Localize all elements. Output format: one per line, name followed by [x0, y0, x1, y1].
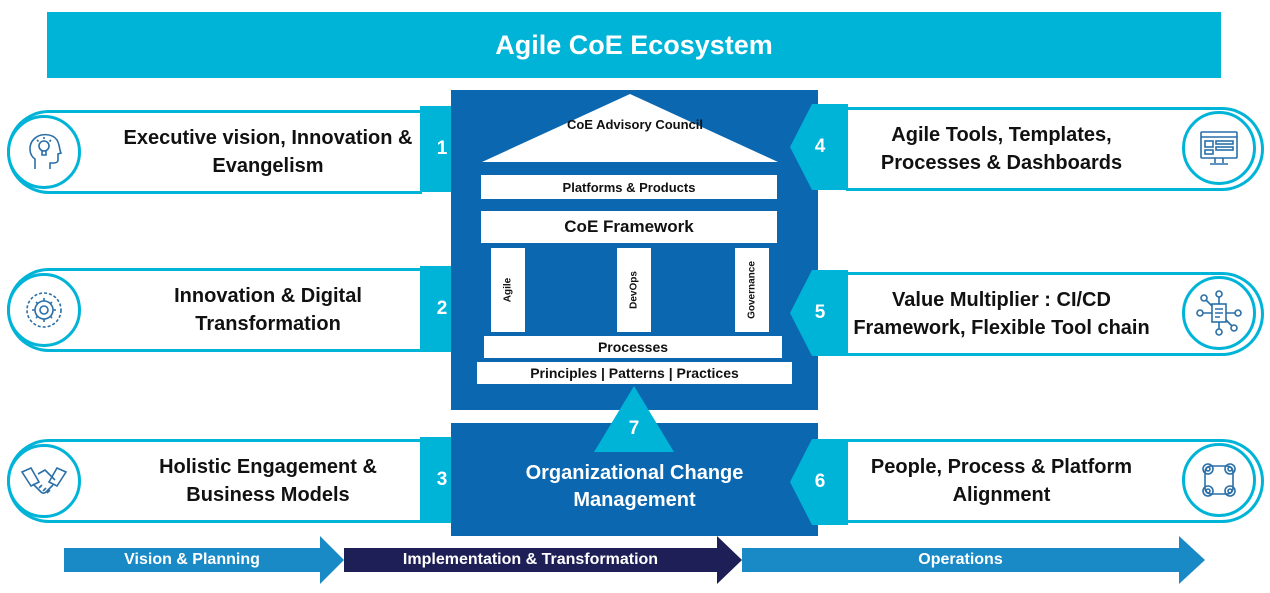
framework-bar: CoE Framework	[481, 211, 777, 243]
processes-bar: Processes	[484, 336, 782, 358]
right-item-6-label: People, Process & Platform Alignment	[870, 456, 1133, 506]
phase-label-operations: Operations	[918, 551, 1003, 568]
phase-label-vision: Vision & Planning	[124, 551, 260, 568]
right-item-5: Value Multiplier : CI/CD Framework, Flex…	[846, 272, 1264, 356]
chevron-4	[790, 104, 848, 190]
ocm-label: Organizational Change Management	[525, 461, 744, 511]
phase-arrow-2	[344, 536, 742, 584]
number-4: 4	[814, 136, 826, 157]
left-item-2-label: Innovation & Digital Transformation	[174, 285, 362, 335]
number-1: 1	[436, 138, 448, 159]
roof-label: CoE Advisory Council	[566, 117, 704, 132]
left-item-1-label: Executive vision, Innovation & Evangelis…	[123, 127, 413, 177]
phase-label-implementation: Implementation & Transformation	[402, 551, 659, 568]
gear-circle-icon	[7, 273, 81, 347]
diagram-title: Agile CoE Ecosystem	[47, 12, 1221, 78]
chevron-6	[790, 439, 848, 525]
triangle-7	[594, 386, 674, 452]
platforms-bar: Platforms & Products	[481, 175, 777, 199]
phase-arrows	[64, 536, 1205, 584]
phase-arrow-1	[64, 536, 344, 584]
principles-bar: Principles | Patterns | Practices	[477, 362, 792, 384]
number-6: 6	[814, 471, 826, 492]
chevron-5	[790, 270, 848, 356]
right-item-5-label: Value Multiplier : CI/CD Framework, Flex…	[853, 289, 1150, 339]
handshake-icon	[7, 444, 81, 518]
phase-arrow-3	[742, 536, 1205, 584]
alignment-grid-icon	[1182, 443, 1256, 517]
left-item-3: Holistic Engagement & Business Models	[7, 439, 422, 523]
number-5: 5	[814, 302, 826, 323]
number-3: 3	[436, 469, 448, 490]
dashboard-monitor-icon	[1182, 111, 1256, 185]
lightbulb-head-icon	[7, 115, 81, 189]
number-2: 2	[436, 298, 448, 319]
pillar-devops: DevOps	[617, 248, 651, 332]
left-item-3-label: Holistic Engagement & Business Models	[159, 456, 377, 506]
right-item-4-label: Agile Tools, Templates, Processes & Dash…	[880, 124, 1123, 174]
network-hub-icon	[1182, 276, 1256, 350]
house-roof	[482, 94, 778, 162]
number-7: 7	[628, 418, 640, 439]
pillar-agile: Agile	[491, 248, 525, 332]
pillar-governance: Governance	[735, 248, 769, 332]
